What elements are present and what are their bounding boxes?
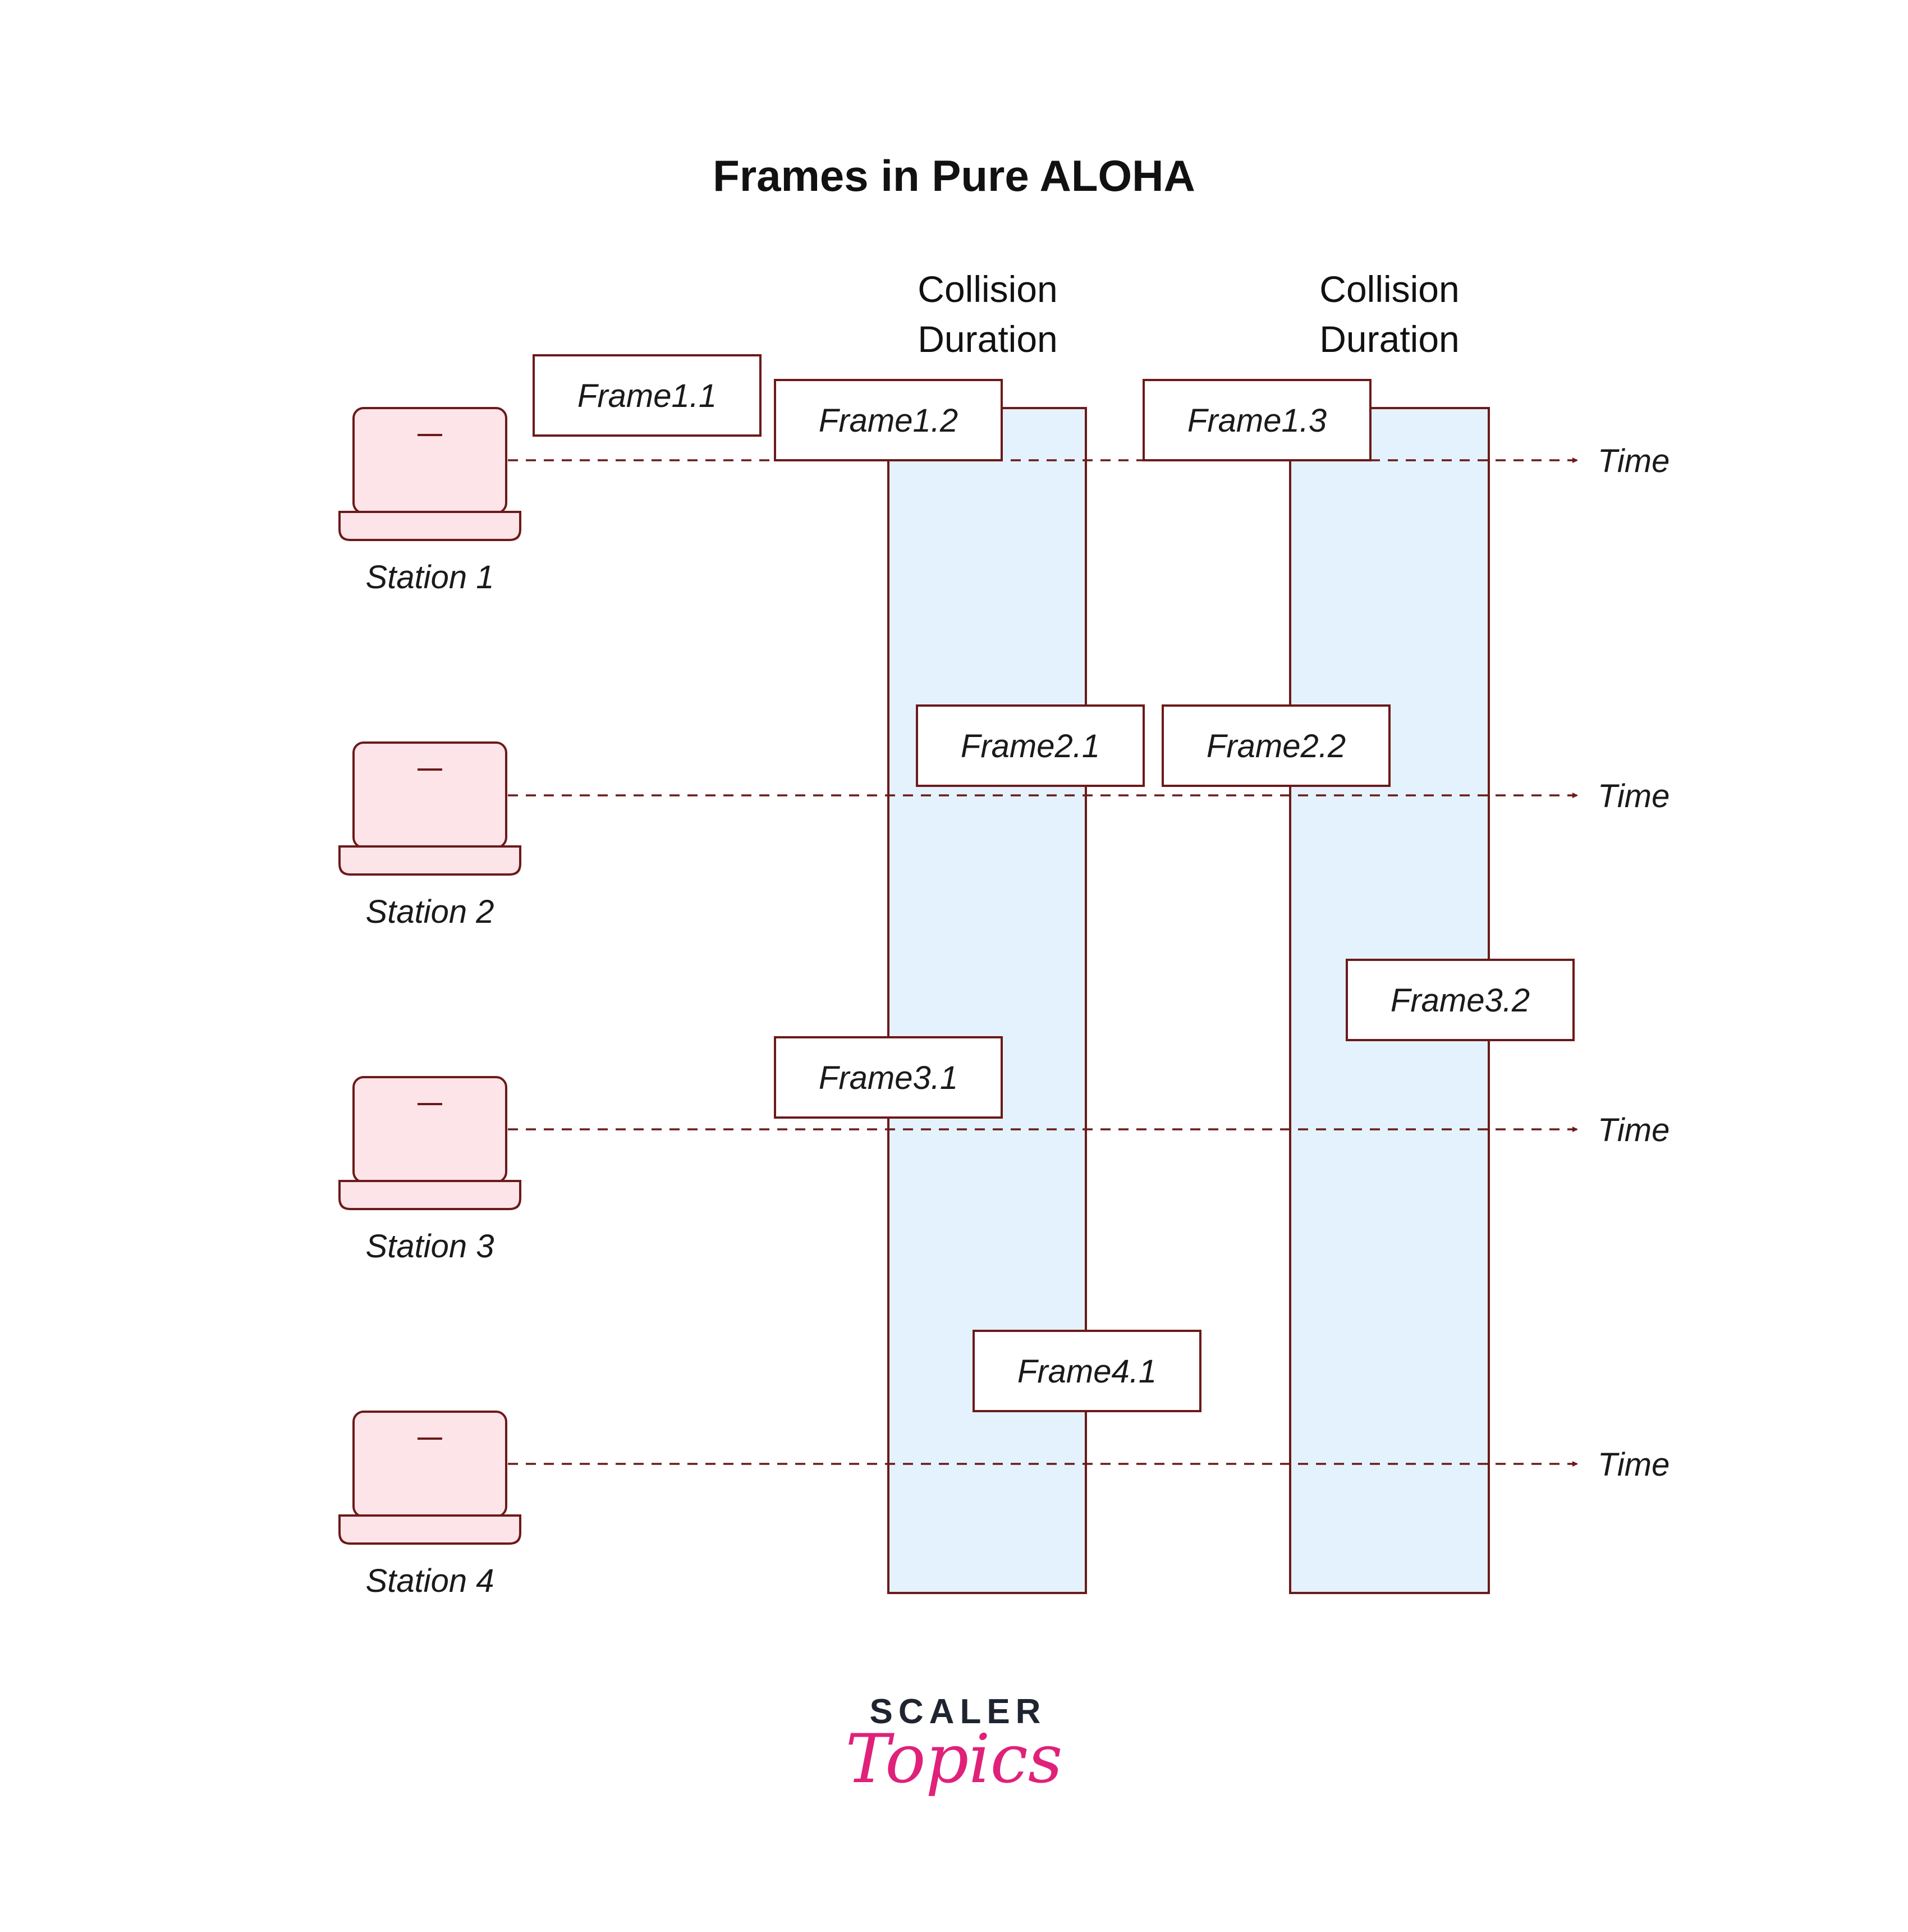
frame-1-1-label: Frame1.1 [577,378,717,414]
collision-region-1 [887,407,1087,1594]
laptop-icon [338,741,521,876]
frame-3-2: Frame3.2 [1346,959,1575,1041]
frame-1-2: Frame1.2 [774,379,1003,461]
laptop-icon [338,407,521,541]
frame-2-2-label: Frame2.2 [1207,728,1346,764]
frame-2-2: Frame2.2 [1162,704,1391,787]
station-label-3: Station 3 [366,1228,494,1265]
collision-label-1-line2: Duration [918,318,1057,360]
station-4: Station 4 [338,1411,521,1599]
frame-1-3: Frame1.3 [1143,379,1372,461]
frame-1-3-label: Frame1.3 [1187,402,1327,439]
frame-1-2-label: Frame1.2 [819,402,958,439]
time-label-4: Time [1598,1446,1670,1483]
diagram-title: Frames in Pure ALOHA [713,151,1195,200]
station-label-2: Station 2 [366,894,494,930]
time-label-2: Time [1598,778,1670,814]
brand-scaler: SCALER [870,1692,1047,1731]
station-1: Station 1 [338,407,521,596]
brand-topics: Topics [846,1720,1063,1798]
station-label-1: Station 1 [366,559,494,596]
frame-3-2-label: Frame3.2 [1391,982,1530,1019]
frame-3-1-label: Frame3.1 [819,1060,958,1096]
station-label-4: Station 4 [366,1563,494,1599]
scaler-topics-logo: SCALER Topics [846,1692,1063,1798]
frame-2-1: Frame2.1 [916,704,1145,787]
collision-label-1: Collision Duration [918,268,1057,360]
collision-label-2-line2: Duration [1319,318,1459,360]
frame-4-1: Frame4.1 [973,1330,1201,1412]
time-label-1: Time [1598,443,1670,479]
station-2: Station 2 [338,741,521,930]
frame-4-1-label: Frame4.1 [1017,1353,1157,1390]
laptop-icon [338,1076,521,1210]
time-label-3: Time [1598,1112,1670,1148]
frame-2-1-label: Frame2.1 [961,728,1100,764]
collision-label-2-line1: Collision [1319,268,1459,310]
laptop-icon [338,1411,521,1545]
frame-1-1: Frame1.1 [533,354,762,437]
frame-3-1: Frame3.1 [774,1036,1003,1119]
station-3: Station 3 [338,1076,521,1265]
collision-label-1-line1: Collision [918,268,1057,310]
collision-label-2: Collision Duration [1319,268,1459,360]
